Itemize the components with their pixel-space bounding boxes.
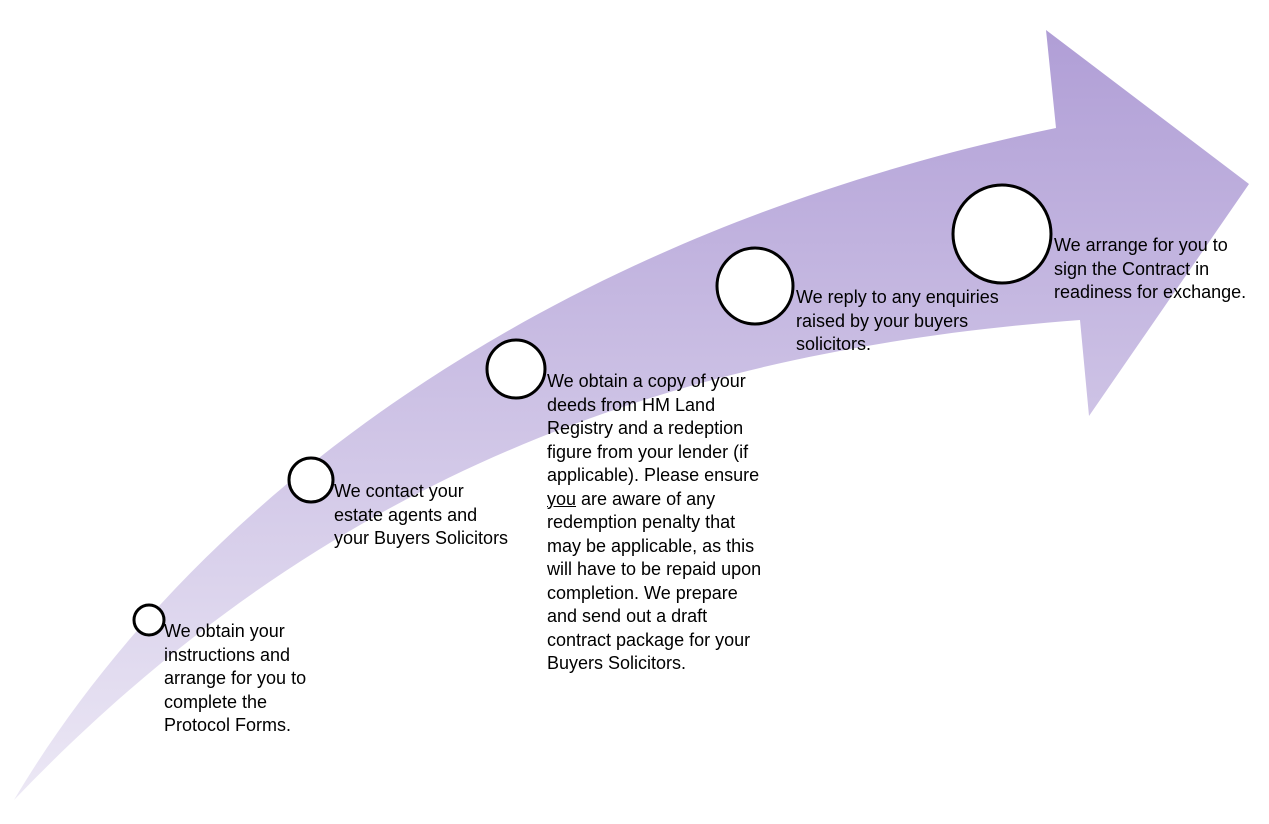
step-5-marker [951, 183, 1053, 285]
step-4-text: We reply to any enquiries raised by your… [796, 287, 999, 354]
step-3-text-before: We obtain a copy of your deeds from HM L… [547, 371, 760, 485]
step-4-marker [715, 246, 795, 326]
step-3-marker [485, 338, 547, 400]
step-3-text-emphasis: you [547, 488, 577, 509]
step-2-text: We contact your estate agents and your B… [334, 481, 509, 548]
step-1-marker [132, 603, 166, 637]
step-3-text: We obtain a copy of your deeds from HM L… [547, 370, 762, 676]
step-1-text: We obtain your instructions and arrange … [164, 621, 307, 735]
step-2-marker [287, 456, 335, 504]
step-3-text-after: are aware of any redemption penalty that… [547, 488, 762, 674]
step-5-text: We arrange for you to sign the Contract … [1054, 235, 1247, 302]
curved-arrow [14, 30, 1249, 800]
